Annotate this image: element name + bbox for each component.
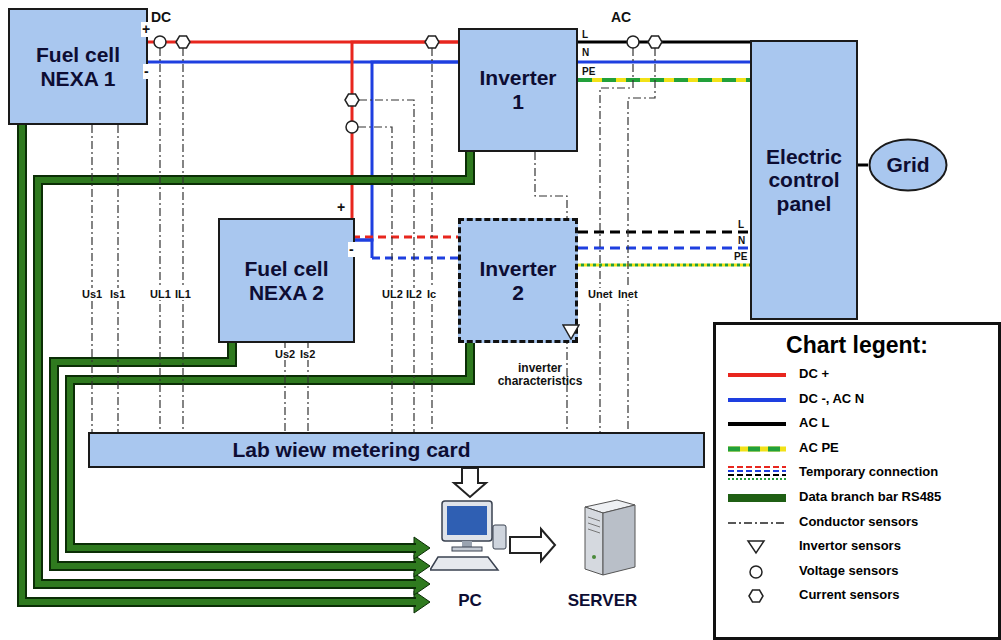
signal-label: N [581, 47, 590, 58]
node-icon [562, 324, 580, 344]
legend-swatch [726, 465, 788, 481]
signal-label: PE [581, 66, 596, 77]
node-label: PC [458, 591, 482, 610]
legend-swatch [726, 588, 788, 604]
grid-ellipse: Grid [868, 138, 948, 192]
node-label: Grid [886, 153, 929, 177]
fuel-cell-box: Fuel cell NEXA 1 [8, 8, 148, 125]
legend-text: Voltage sensors [798, 564, 899, 578]
current-sensor [425, 36, 439, 48]
legend-swatch [726, 564, 788, 580]
voltage-sensor [346, 121, 358, 133]
voltage-sensor [627, 36, 639, 48]
power-wire [858, 165, 868, 166]
signal-label: N [737, 235, 746, 246]
signal-label: IL2 [405, 288, 423, 300]
legend-swatch [726, 392, 788, 408]
signal-label: + [336, 200, 346, 215]
signal-label: AC [610, 10, 632, 25]
signal-label: Unet [587, 288, 613, 300]
signal-label: Ic [426, 288, 437, 300]
legend-text: Data branch bar RS485 [798, 490, 942, 504]
signal-label: Us2 [274, 348, 296, 360]
signal-label: Inet [617, 288, 639, 300]
legend-swatch [726, 367, 788, 383]
power-wire [148, 42, 458, 62]
signal-label: Is1 [109, 288, 126, 300]
legend-text: AC L [798, 416, 830, 430]
signal-label: + [141, 22, 151, 37]
sensor-line [182, 48, 183, 432]
power-wire [352, 228, 458, 258]
legend-swatch [726, 416, 788, 432]
legend-heading: Chart legent: [786, 333, 928, 359]
legend-swatch [726, 490, 788, 506]
inverter-box: Inverter 2 [458, 218, 578, 343]
legend-text: Conductor sensors [798, 515, 919, 529]
current-sensor [345, 94, 359, 106]
data-bus-arrow [22, 125, 430, 613]
signal-label: UL2 [381, 288, 404, 300]
sensor-line [91, 125, 92, 432]
flow-arrow [454, 468, 486, 497]
flow-arrow [510, 529, 555, 561]
sensor-line [358, 127, 392, 432]
legend-text: DC -, AC N [798, 392, 865, 406]
node-label: Electric control panel [752, 145, 856, 216]
signal-label: Is2 [299, 348, 316, 360]
current-sensor [176, 36, 190, 48]
sensor-line [535, 152, 567, 218]
node-label: Fuel cell NEXA 2 [220, 257, 353, 304]
node-label: Inverter 1 [472, 66, 564, 113]
node-icon [430, 497, 510, 579]
legend-swatch [726, 441, 788, 457]
signal-label: L [581, 29, 589, 40]
node-label: SERVER [568, 591, 638, 610]
legend-text: Invertor sensors [798, 539, 902, 553]
signal-label: IL1 [174, 288, 192, 300]
signal-label: PE [733, 251, 748, 262]
legend-text: DC + [798, 367, 830, 381]
signal-label: DC [150, 10, 172, 25]
signal-label: - [143, 64, 150, 79]
sensor-line [159, 48, 160, 432]
legend-text: Current sensors [798, 588, 900, 602]
inverter-box: Inverter 1 [458, 28, 578, 152]
pc-node: PC [430, 497, 510, 612]
annotation-text: inverter characteristics [487, 362, 593, 388]
signal-label: UL1 [149, 288, 172, 300]
legend-swatch [726, 539, 788, 555]
node-label: Lab wiew metering card [232, 438, 470, 462]
metering-card-band: Lab wiew metering card [88, 432, 705, 468]
signal-label: - [348, 242, 355, 257]
sensor-line [628, 48, 655, 432]
legend-swatch [726, 515, 788, 531]
node-label: Fuel cell NEXA 1 [10, 43, 146, 90]
power-wire [578, 42, 750, 80]
data-bus-arrow [38, 152, 470, 595]
sensor-line [117, 125, 118, 432]
power-wire [352, 42, 458, 240]
voltage-sensor [154, 36, 166, 48]
node-icon [555, 497, 650, 581]
power-wire [578, 232, 750, 265]
control-panel-box: Electric control panel [750, 40, 858, 320]
sensor-line [359, 100, 414, 432]
sensor-symbols [154, 36, 662, 133]
sensor-line [431, 48, 432, 432]
legend-text: AC PE [798, 441, 840, 455]
current-sensor [648, 36, 662, 48]
fuel-cell-box: Fuel cell NEXA 2 [218, 218, 355, 343]
node-label: Inverter 2 [472, 257, 564, 304]
signal-label: Us1 [81, 288, 103, 300]
legend-text: Temporary connection [798, 465, 939, 479]
server-node: SERVER [555, 497, 650, 612]
signal-label: L [737, 219, 745, 230]
